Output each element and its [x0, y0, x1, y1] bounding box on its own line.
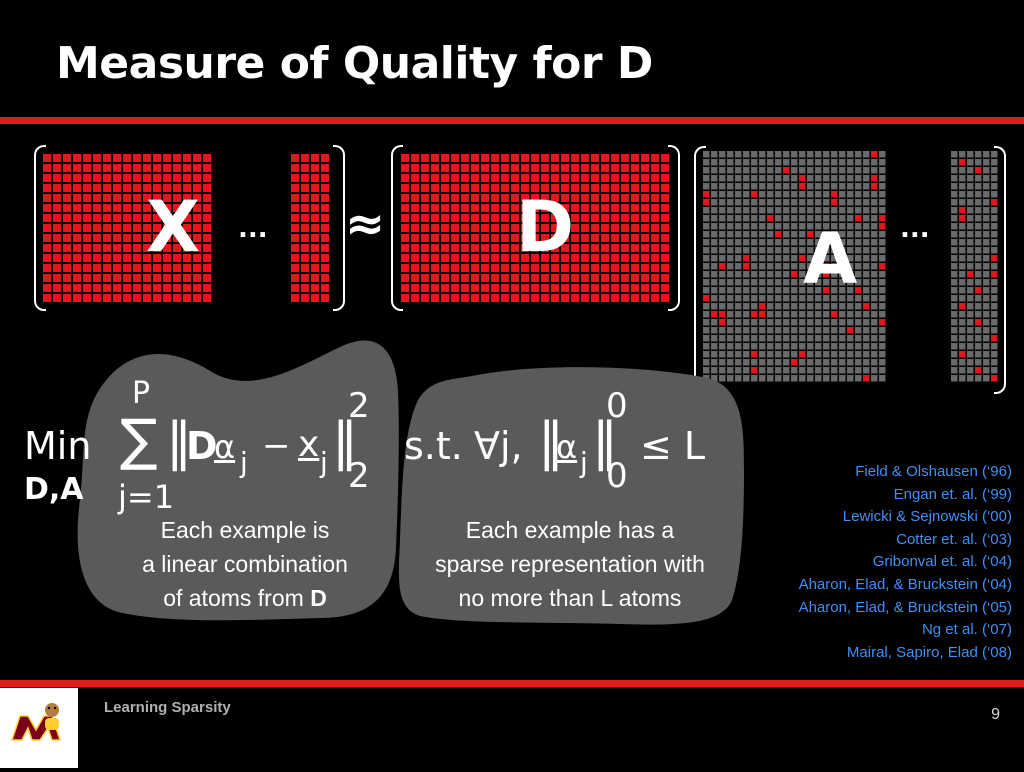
x-right-bracket [333, 145, 345, 311]
university-logo [0, 688, 78, 768]
a-ellipsis: ... [900, 214, 930, 244]
reference-item: Field & Olshausen (‘96) [855, 463, 1012, 480]
grid-x2-cells [291, 154, 329, 302]
reference-item: Cotter et. al. (‘03) [896, 530, 1012, 548]
bottom-red-divider [0, 680, 1024, 687]
reference-item: Gribonval et. al. (‘04) [872, 553, 1012, 571]
d-matrix-label: D [516, 186, 575, 268]
reference-item: Mairal, Sapiro, Elad (‘08) [846, 643, 1012, 661]
grid-a1-cells [703, 151, 886, 382]
eq-alpha-2-sub: j [580, 446, 588, 479]
a-last-columns-grid [951, 151, 998, 386]
right-caption-line-3: no more than L atoms [458, 585, 682, 611]
right-blob [398, 367, 744, 625]
reference-item: Lewicki & Sejnowski (‘00) [842, 508, 1012, 526]
grid-x1-cells [43, 154, 211, 302]
eq-min: Min [24, 424, 92, 468]
x-matrix-label: X [146, 186, 200, 268]
eq-sum-upper: P [132, 376, 151, 411]
eq-l0-sup: 0 [606, 386, 628, 426]
eq-l0-open: ‖ [538, 412, 564, 472]
left-caption-line-3-text: of atoms from [163, 585, 304, 611]
eq-norm-close: ‖ [332, 412, 358, 472]
eq-alpha-sub: j [240, 446, 248, 479]
eq-forall-j: ∀j, [474, 424, 523, 468]
right-caption-line-1: Each example has a [465, 517, 675, 543]
x-left-bracket [34, 145, 46, 311]
eq-D: D [186, 424, 218, 468]
left-blob [77, 340, 399, 621]
references-list: Field & Olshausen (‘96) Engan et. al. (‘9… [799, 461, 1012, 664]
approx-symbol: ≈ [345, 196, 386, 252]
a-right-bracket [994, 146, 1006, 394]
right-blob-caption: Each example has a sparse representation… [400, 513, 740, 615]
eq-alpha-2: α [556, 428, 578, 466]
eq-st: s.t. [404, 424, 463, 468]
eq-l0-sub: 0 [606, 456, 628, 496]
left-caption-bold-d: D [310, 585, 327, 611]
grid-a2-cells [951, 151, 998, 382]
top-red-divider [0, 117, 1024, 124]
left-caption-line-3: of atoms from D [100, 581, 390, 615]
eq-alpha: α [214, 428, 236, 466]
grid-d-cells [401, 154, 669, 302]
x-ellipsis: ... [238, 214, 268, 244]
eq-x: x [298, 424, 320, 465]
footer-title: Learning Sparsity [104, 699, 231, 716]
reference-item: Engan et. al. (‘99) [893, 485, 1012, 503]
reference-item: Aharon, Elad, & Bruckstein (‘04) [798, 575, 1012, 593]
left-caption-line-2: a linear combination [142, 551, 348, 577]
x-last-column-grid [291, 154, 333, 304]
left-caption-line-1: Each example is [160, 517, 330, 543]
eq-norm-sup: 2 [348, 386, 370, 426]
reference-item: Aharon, Elad, & Bruckstein (‘05) [798, 598, 1012, 616]
page-number: 9 [991, 706, 1000, 723]
a-matrix-grid [703, 151, 887, 386]
a-matrix-label: A [803, 218, 858, 300]
d-matrix-grid [401, 154, 671, 304]
d-left-bracket [391, 145, 403, 311]
d-right-bracket [668, 145, 680, 311]
left-blob-caption: Each example is a linear combination of … [100, 513, 390, 615]
eq-sum-lower: j=1 [118, 478, 175, 516]
slide-title: Measure of Quality for D [56, 38, 653, 89]
eq-norm-open: ‖ [166, 412, 192, 472]
eq-l0-close: ‖ [592, 412, 618, 472]
x-matrix-grid [43, 154, 213, 304]
eq-minus: − [262, 426, 291, 466]
eq-sum-symbol: ∑ [120, 408, 158, 473]
eq-norm-sub: 2 [348, 456, 370, 496]
gopher-m-logo-icon [10, 703, 62, 741]
eq-x-sub: j [320, 446, 328, 479]
eq-min-subscript: D,A [24, 472, 84, 507]
reference-item: Ng et al. (‘07) [921, 621, 1012, 639]
eq-leq-L: ≤ L [640, 424, 706, 468]
right-caption-line-2: sparse representation with [435, 551, 705, 577]
